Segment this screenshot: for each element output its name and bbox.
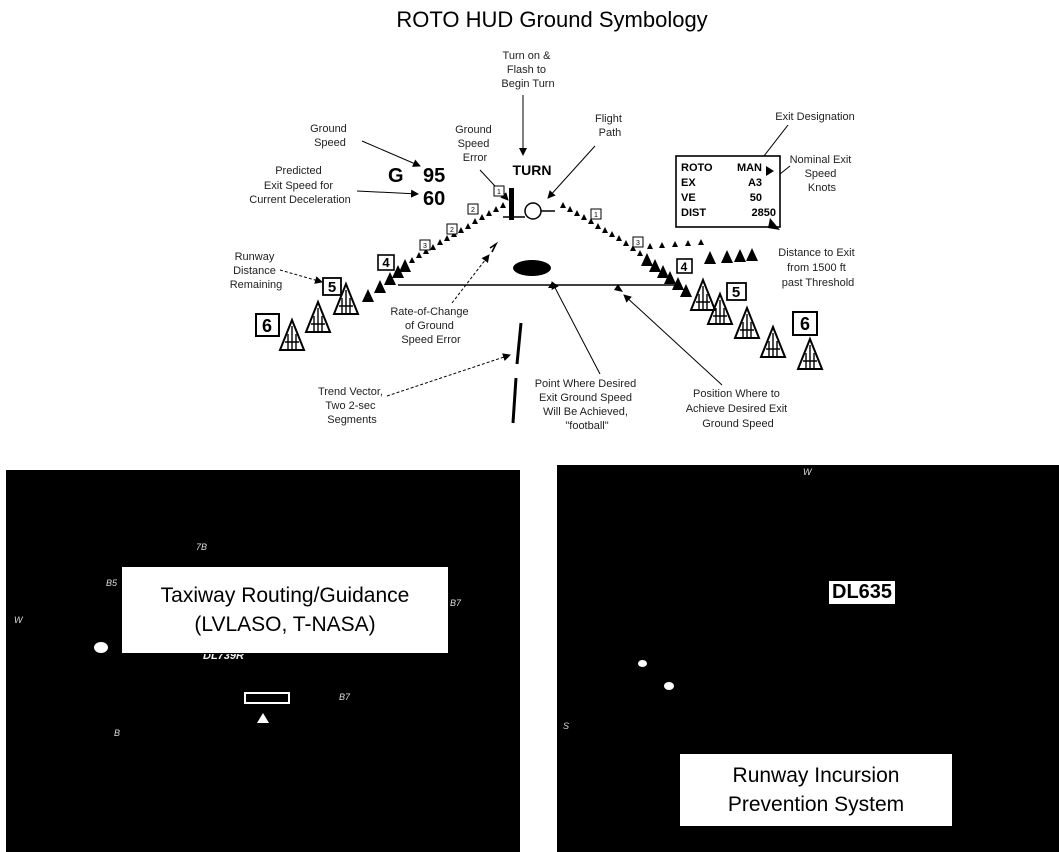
- svg-text:3: 3: [423, 243, 427, 250]
- distance-marker-5-right: 5: [726, 282, 747, 301]
- left-edge-markers: [279, 202, 506, 351]
- label-position-exit: Position Where to Achieve Desired Exit G…: [686, 388, 791, 430]
- hud-turn: TURN: [513, 162, 552, 178]
- rips-aircraft-dot-1: [638, 660, 647, 667]
- svg-text:2: 2: [471, 207, 475, 214]
- rips-callsign: DL635: [832, 581, 893, 603]
- taxiway-caption-line2: (LVLASO, T-NASA): [194, 613, 376, 636]
- taxi-label-b7a: B7: [450, 598, 462, 608]
- taxi-ownship-arrow: [257, 713, 269, 723]
- distance-marker-6-left: 6: [255, 313, 280, 337]
- distance-marker-5-left: 5: [322, 277, 342, 296]
- exit-row-ve-val: 50: [750, 192, 762, 204]
- exit-row-ex-val: A3: [748, 177, 762, 189]
- label-distance-to-exit: Distance to Exit from 1500 ft past Thres…: [778, 247, 857, 289]
- distance-marker-4-right: 4: [676, 258, 693, 274]
- distance-marker-6-right: 6: [792, 311, 818, 336]
- svg-text:3: 3: [636, 240, 640, 247]
- trend-arrow: [386, 353, 511, 397]
- rips-label-w: W: [803, 467, 812, 477]
- svg-text:5: 5: [732, 284, 740, 301]
- rips-aircraft-dot-2: [664, 682, 674, 690]
- svg-text:2: 2: [450, 227, 454, 234]
- runway-incursion-caption: Runway Incursion Prevention System: [679, 753, 953, 827]
- taxi-label-7b: 7B: [196, 542, 208, 552]
- position-arrow: [623, 294, 723, 386]
- rips-callsign-tag: DL635: [829, 581, 896, 604]
- football-arrow: [551, 281, 601, 375]
- label-runway-distance: Runway Distance Remaining: [230, 251, 283, 291]
- flight-path-symbol: [503, 188, 555, 220]
- rate-arrow: [451, 254, 490, 304]
- exit-info-box: ROTO MAN EX A3 VE 50 DIST 2850: [675, 155, 781, 230]
- label-football: Point Where Desired Exit Ground Speed Wi…: [535, 378, 640, 432]
- football-symbol: [513, 260, 551, 276]
- taxi-label-w: W: [14, 615, 23, 625]
- hud-ground-speed: 95: [423, 165, 445, 187]
- svg-text:6: 6: [262, 316, 272, 336]
- small-distance-markers: 1 2 2 3 1 3: [419, 185, 644, 251]
- hud-predicted-exit-speed: 60: [423, 188, 445, 210]
- runway-caption-line2: Prevention System: [727, 793, 905, 816]
- taxiway-routing-panel: 7B B5 B D C B7 DL739R B7 B W: [6, 470, 520, 852]
- pred-arrow: [356, 189, 419, 198]
- taxi-aircraft-dot: [94, 642, 108, 653]
- taxiway-caption-line1: Taxiway Routing/Guidance: [160, 584, 410, 607]
- label-exit-designation: Exit Designation: [775, 111, 855, 123]
- svg-text:6: 6: [800, 314, 810, 334]
- trend-vector-segment-2: [511, 377, 518, 424]
- runway-caption-line1: Runway Incursion: [732, 764, 900, 787]
- label-nominal-exit-speed: Nominal Exit Speed Knots: [790, 154, 855, 194]
- svg-text:5: 5: [328, 279, 336, 296]
- label-predicted-exit-speed: Predicted Exit Speed for Current Deceler…: [249, 165, 351, 206]
- exit-row-roto-key: ROTO: [681, 162, 713, 174]
- taxi-label-b2: B: [114, 728, 121, 738]
- exit-row-dist-key: DIST: [681, 207, 706, 219]
- trend-vector-segment-1: [515, 322, 523, 365]
- roto-hud-diagram: ROTO HUD Ground Symbology Turn on & Flas…: [230, 7, 857, 432]
- exit-row-roto-val: MAN: [737, 162, 762, 174]
- hud-g-letter: G: [388, 165, 404, 187]
- exit-row-dist-val: 2850: [752, 207, 776, 219]
- label-flight-path: Flight Path: [595, 113, 625, 139]
- label-trend-vector: Trend Vector, Two 2-sec Segments: [318, 386, 386, 426]
- taxi-label-b5: B5: [106, 578, 118, 588]
- label-turn-on: Turn on & Flash to Begin Turn: [501, 50, 554, 90]
- exit-row-ex-key: EX: [681, 177, 696, 189]
- svg-text:4: 4: [382, 255, 390, 270]
- taxi-label-b7b: B7: [339, 692, 351, 702]
- gs-arrow: [361, 140, 421, 167]
- rate-of-change-chevron: [489, 241, 499, 253]
- exit-row-ve-key: VE: [681, 192, 696, 204]
- label-ground-speed: Ground Speed: [310, 123, 350, 149]
- diagram-title: ROTO HUD Ground Symbology: [396, 7, 707, 32]
- svg-text:4: 4: [681, 260, 688, 274]
- fp-arrow: [547, 145, 596, 199]
- label-rate-of-change: Rate-of-Change of Ground Speed Error: [390, 306, 471, 346]
- taxi-ownship-box: [244, 692, 290, 704]
- taxiway-caption: Taxiway Routing/Guidance (LVLASO, T-NASA…: [121, 566, 449, 654]
- runway-dist-arrow: [279, 269, 323, 284]
- rips-label-s: S: [563, 721, 570, 731]
- label-ground-speed-error: Ground Speed Error: [455, 124, 495, 164]
- svg-text:1: 1: [497, 189, 501, 196]
- position-marker-right: [614, 284, 623, 292]
- svg-text:1: 1: [594, 212, 598, 219]
- distance-marker-4-left: 4: [377, 254, 395, 271]
